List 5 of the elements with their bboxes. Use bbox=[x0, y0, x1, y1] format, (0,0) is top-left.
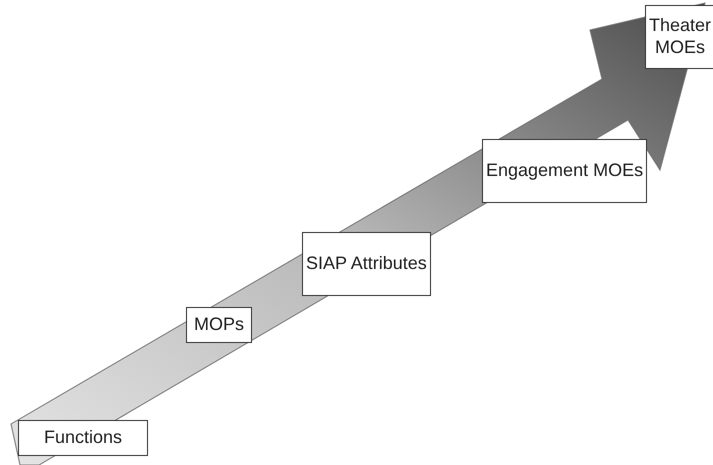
stage-box: Theater MOEs bbox=[645, 5, 713, 69]
stage-box: Engagement MOEs bbox=[482, 139, 648, 203]
stage-box: MOPs bbox=[186, 307, 252, 343]
stage-box: SIAP Attributes bbox=[302, 232, 431, 296]
stage-box: Functions bbox=[18, 420, 148, 456]
